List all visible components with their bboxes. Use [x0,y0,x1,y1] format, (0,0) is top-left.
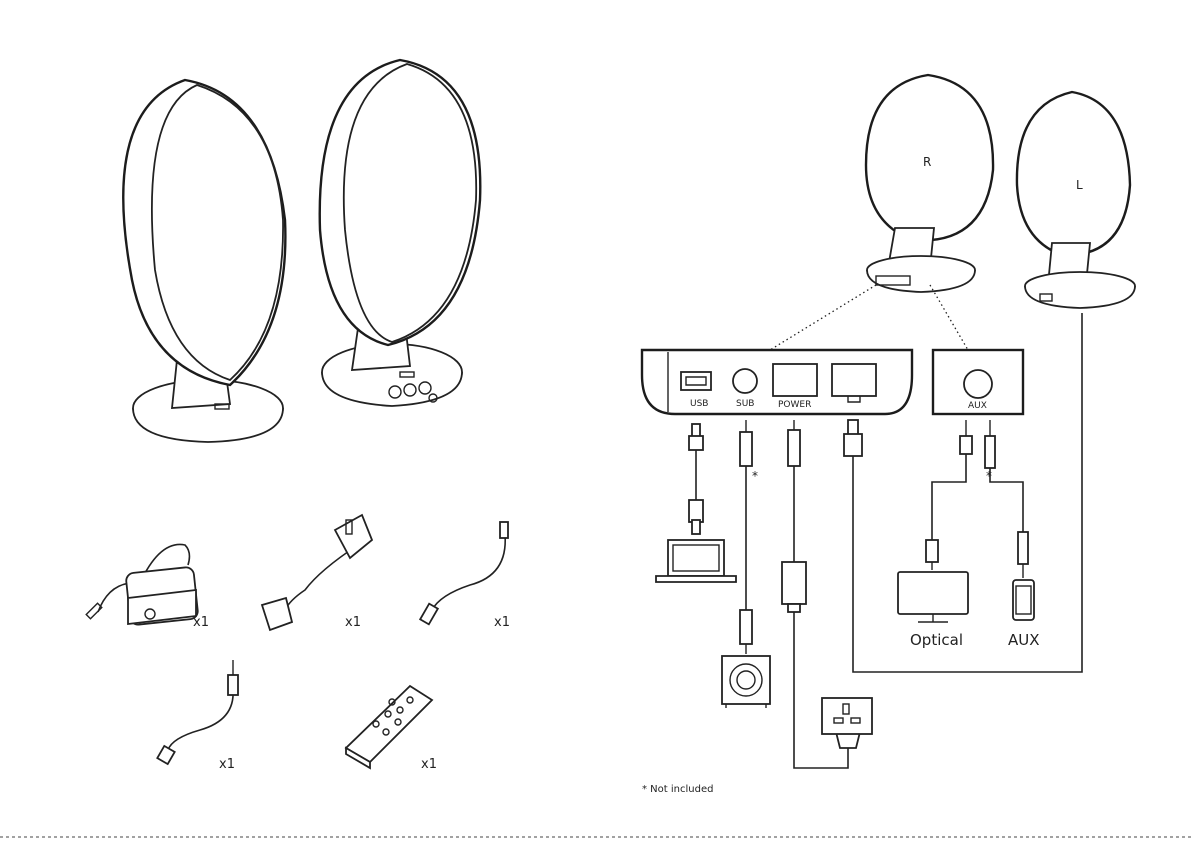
accessory-power-adapter: x1 [86,544,209,630]
speaker-left-rear-view: L [1017,92,1135,308]
wall-outlet-icon [822,698,872,734]
accessory-quantity: x1 [421,757,437,772]
accessory-speaker-cable: x1 [157,660,238,772]
speaker-left-front-view [123,80,285,442]
speaker-right-label: R [923,155,931,169]
power-port [773,364,817,396]
sub-cable-connection: * [740,420,758,654]
aux-connector-panel: AUX [933,350,1023,414]
speaker-link-port [832,364,876,396]
accessory-quantity: x1 [193,615,209,630]
not-included-asterisk: * [986,469,992,483]
aux-port-label: AUX [968,401,987,411]
accessory-quantity: x1 [494,615,510,630]
optical-cable-connection [926,420,972,570]
accessory-usb-cable: x1 [420,522,510,630]
aux-port [964,370,992,398]
power-port-label: POWER [778,400,811,410]
accessories-list: x1 x1 x1 x1 [86,515,510,772]
sub-port [733,369,757,393]
footnote: * Not included [642,784,713,795]
power-adapter-brick [782,562,806,604]
aux-cable-connection: * [985,420,1028,578]
tv-icon [898,572,968,622]
sub-port-label: SUB [736,399,754,409]
not-included-asterisk: * [752,469,758,483]
subwoofer-icon [722,656,770,708]
accessory-quantity: x1 [219,757,235,772]
laptop-icon [656,540,736,582]
usb-cable-connection [689,424,703,534]
speaker-right-rear-view: R [866,75,993,292]
callout-line [930,285,968,350]
phone-icon [1013,580,1034,620]
accessory-mains-cable: x1 [262,515,372,630]
optical-label: Optical [910,631,963,649]
accessory-remote-control: x1 [346,686,437,772]
usb-port-label: USB [690,399,708,409]
speaker-right-front-view [320,60,481,406]
main-connector-panel: USB SUB POWER [642,350,912,414]
callout-line [770,285,876,350]
aux-label: AUX [1008,631,1040,649]
accessory-quantity: x1 [345,615,361,630]
speaker-pair-illustration [123,60,480,442]
speaker-left-label: L [1076,178,1083,192]
